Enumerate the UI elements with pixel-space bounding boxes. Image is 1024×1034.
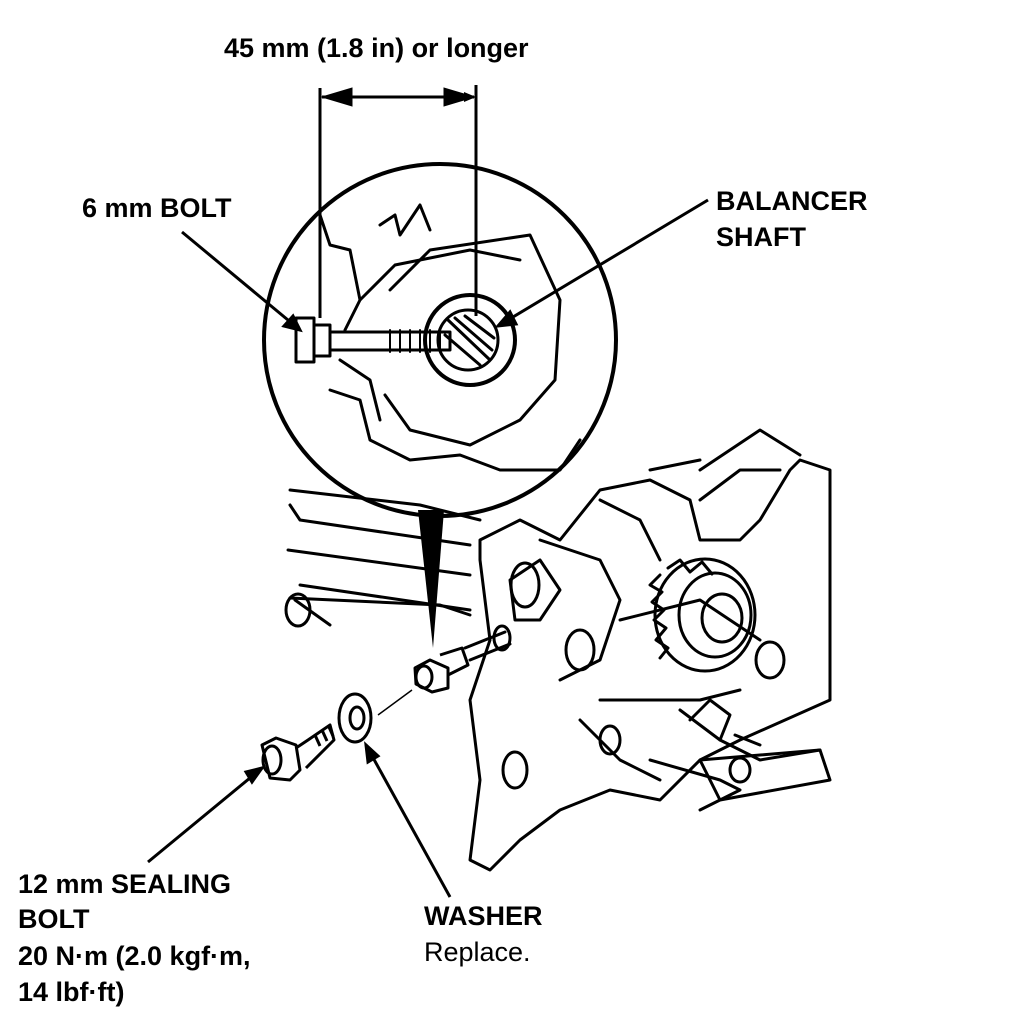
arrowhead-6mm-bolt [281,313,303,333]
leader-washer [364,744,452,898]
balancer-shaft-label-line1: BALANCER [716,186,868,216]
sealing-bolt-torque-line2: 14 lbf·ft) [18,977,125,1007]
sealing-bolt-part [260,723,336,782]
arrowhead-balancer-shaft [494,309,519,328]
leader-balancer-shaft [497,198,709,328]
leader-lines [147,198,709,898]
alignment-line [377,689,413,716]
detail-magnifier [262,162,618,518]
dimension-label: 45 mm (1.8 in) or longer [224,33,529,63]
engine-block-drawing [284,428,832,872]
6mm-bolt-label: 6 mm BOLT [82,193,232,223]
sealing-bolt-torque-line1: 20 N·m (2.0 kgf·m, [18,941,251,971]
washer-note: Replace. [424,937,531,967]
dimension-marker [318,85,478,318]
balancer-bolt-installed [413,646,470,694]
arrowhead-washer [364,741,381,765]
detail-pointer [418,510,444,648]
arrowhead-sealing-bolt [243,765,266,785]
washer-label: WASHER [424,901,543,931]
balancer-shaft-label-line2: SHAFT [716,222,806,252]
leader-sealing-bolt [147,766,263,864]
leader-6mm-bolt [181,230,301,332]
sealing-bolt-label-line1: 12 mm SEALING [18,869,232,899]
sealing-bolt-label-line2: BOLT [18,904,90,934]
washer-part [337,692,373,744]
